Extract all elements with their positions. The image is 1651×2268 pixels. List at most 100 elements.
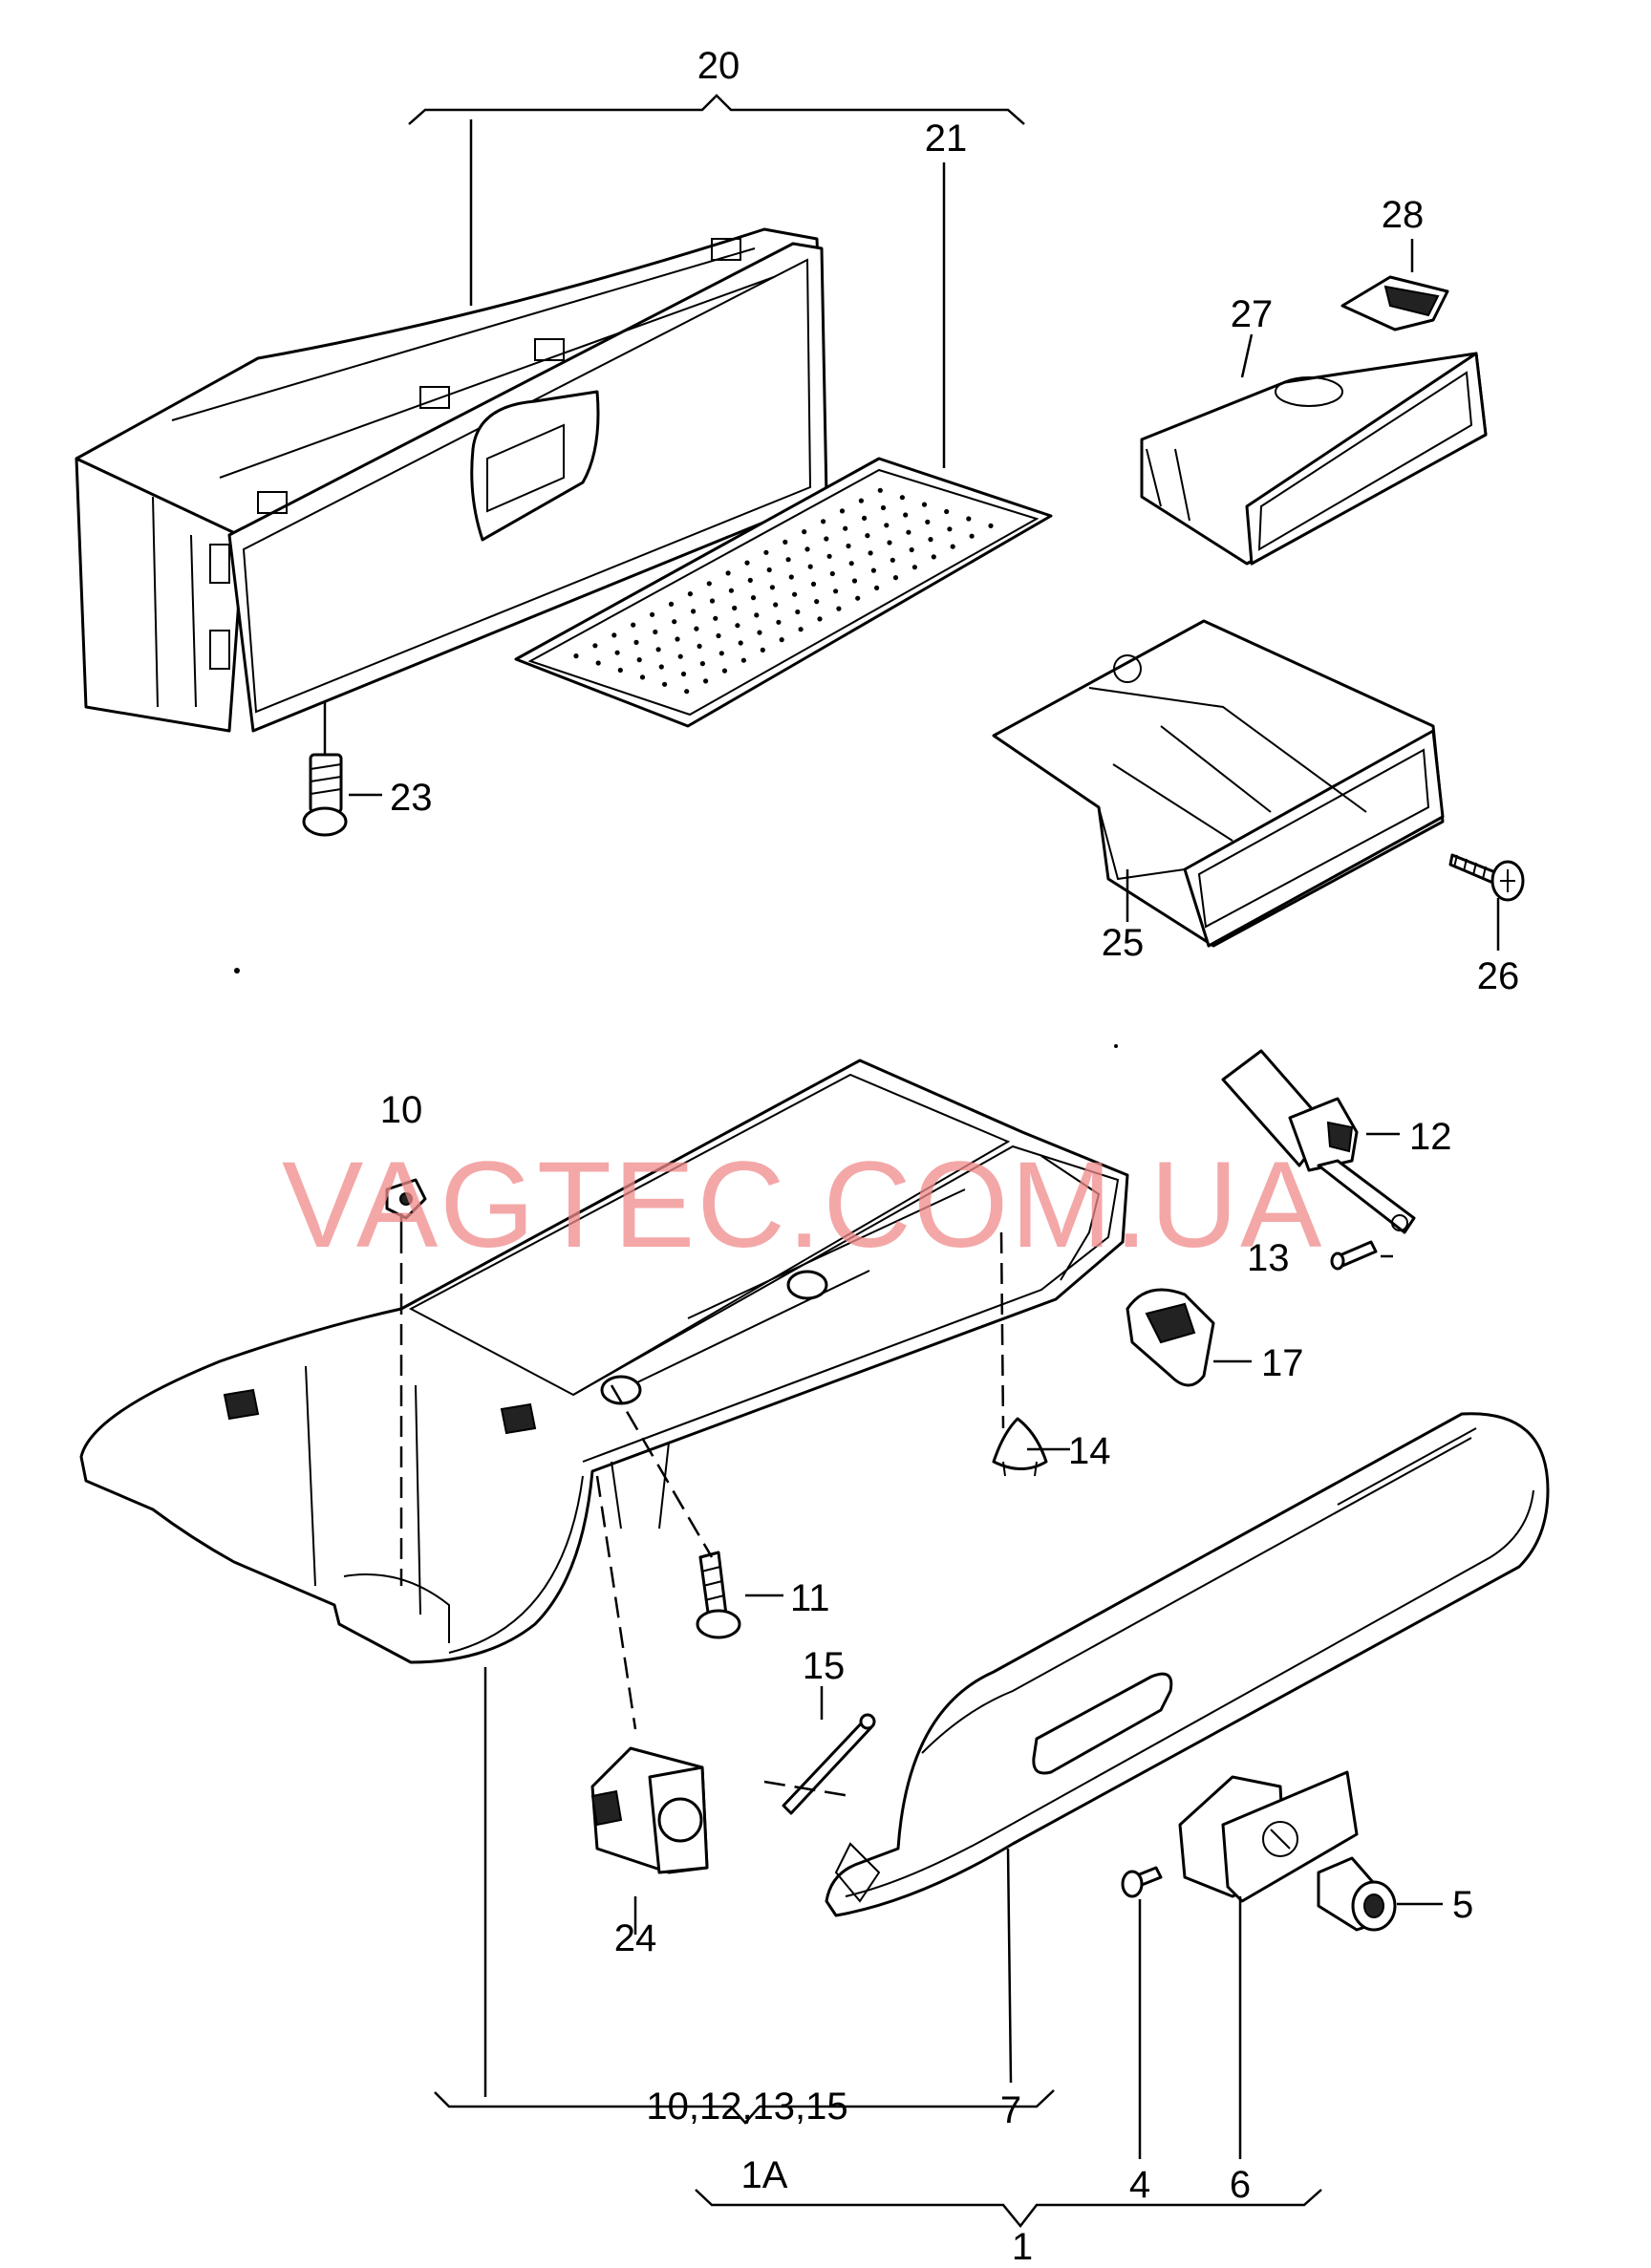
mat-perforation <box>880 504 887 511</box>
mat-perforation <box>909 546 914 553</box>
mat-perforation <box>655 647 661 653</box>
mat-perforation <box>754 612 760 618</box>
mat-perforation <box>846 543 851 549</box>
mat-perforation <box>817 616 823 622</box>
part-12-hinge <box>1221 1049 1416 1234</box>
mat-perforation <box>887 540 892 546</box>
mat-perforation <box>776 619 782 625</box>
mat-perforation <box>687 591 694 597</box>
part-11-screw <box>696 1551 741 1639</box>
mat-perforation <box>792 591 798 597</box>
part-13-pin <box>1330 1240 1378 1271</box>
watermark: VAGTEC.COM.UA <box>282 1137 1323 1273</box>
mat-perforation <box>851 578 858 584</box>
mat-perforation <box>639 674 646 680</box>
mat-perforation <box>766 567 772 573</box>
mat-perforation <box>706 581 712 587</box>
label-15: 15 <box>803 1645 846 1687</box>
label-group-10-12-13-15: 10,12,13,15 <box>646 2086 847 2128</box>
mat-perforation <box>694 626 699 631</box>
label-4: 4 <box>1129 2164 1150 2206</box>
part-26-screw <box>1448 853 1525 902</box>
mat-perforation <box>744 560 750 566</box>
part-5-lock-cylinder <box>1317 1856 1397 1932</box>
mat-perforation <box>785 557 791 563</box>
mat-perforation <box>662 681 668 687</box>
mat-perforation <box>836 606 842 611</box>
part-15-pin <box>782 1713 876 1815</box>
mat-perforation <box>969 533 975 539</box>
mat-perforation <box>668 601 675 608</box>
label-7: 7 <box>1000 2089 1021 2131</box>
mat-perforation <box>716 632 721 639</box>
mat-perforation <box>931 554 936 560</box>
part-1a-glovebox-shell <box>79 1059 1129 1664</box>
mat-perforation <box>810 581 817 588</box>
mat-perforation <box>650 611 655 617</box>
mat-perforation <box>614 650 620 655</box>
mat-perforation <box>725 570 731 576</box>
part-24-switch <box>590 1746 709 1874</box>
mat-perforation <box>890 557 895 563</box>
mat-perforation <box>870 567 877 573</box>
mat-perforation <box>824 536 829 542</box>
mat-perforation <box>903 512 909 518</box>
part-6-latch <box>1178 1770 1359 1903</box>
mat-perforation <box>877 487 883 493</box>
mat-perforation <box>735 623 740 629</box>
mat-perforation <box>779 637 784 643</box>
mat-perforation <box>843 525 848 531</box>
mat-perforation <box>675 636 680 642</box>
mat-perforation <box>814 599 820 605</box>
mat-perforation <box>757 630 762 635</box>
mat-perforation <box>892 575 899 581</box>
part-14-plug <box>992 1417 1048 1477</box>
mat-perforation <box>750 595 757 601</box>
mat-perforation <box>966 516 972 522</box>
mat-perforation <box>595 660 601 666</box>
mat-perforation <box>680 671 687 677</box>
mat-perforation <box>988 523 994 529</box>
mat-perforation <box>769 585 776 590</box>
label-14: 14 <box>1068 1430 1111 1472</box>
mat-perforation <box>783 539 788 546</box>
mat-perforation <box>921 502 928 507</box>
label-13: 13 <box>1247 1237 1290 1279</box>
mat-perforation <box>928 537 933 543</box>
mat-perforation <box>884 523 890 528</box>
part-20-glovebox-housing <box>75 227 828 733</box>
mat-perforation <box>718 651 724 656</box>
callout-labels: 20 21 28 27 23 25 26 10 12 13 17 14 11 1… <box>380 45 1520 2268</box>
label-28: 28 <box>1382 194 1425 236</box>
label-24: 24 <box>614 1917 657 1959</box>
mat-perforation <box>906 529 911 535</box>
mat-perforation <box>833 588 839 594</box>
label-17: 17 <box>1261 1342 1304 1384</box>
label-1a: 1A <box>741 2154 788 2196</box>
mat-perforation <box>703 678 709 684</box>
part-17-bezel <box>1126 1288 1215 1387</box>
part-23-bolt <box>302 753 348 837</box>
mat-perforation <box>763 549 769 555</box>
mat-perforation <box>691 609 697 614</box>
label-5: 5 <box>1452 1884 1473 1926</box>
mat-perforation <box>631 622 636 628</box>
part-27-tray <box>1140 352 1488 566</box>
label-12: 12 <box>1409 1116 1452 1158</box>
mat-perforation <box>925 519 931 525</box>
mat-perforation <box>944 508 950 515</box>
mat-perforation <box>804 546 810 552</box>
mat-perforation <box>738 640 743 646</box>
mat-perforation <box>848 561 854 567</box>
mat-perforation <box>697 643 702 650</box>
mat-perforation <box>728 588 735 593</box>
part-10-clip-nut <box>385 1178 427 1220</box>
mat-perforation <box>947 526 953 532</box>
mat-perforation <box>858 498 865 503</box>
mat-perforation <box>611 632 617 638</box>
label-27: 27 <box>1231 293 1274 335</box>
label-21: 21 <box>925 118 968 160</box>
label-11: 11 <box>790 1577 830 1619</box>
mat-perforation <box>874 585 880 591</box>
